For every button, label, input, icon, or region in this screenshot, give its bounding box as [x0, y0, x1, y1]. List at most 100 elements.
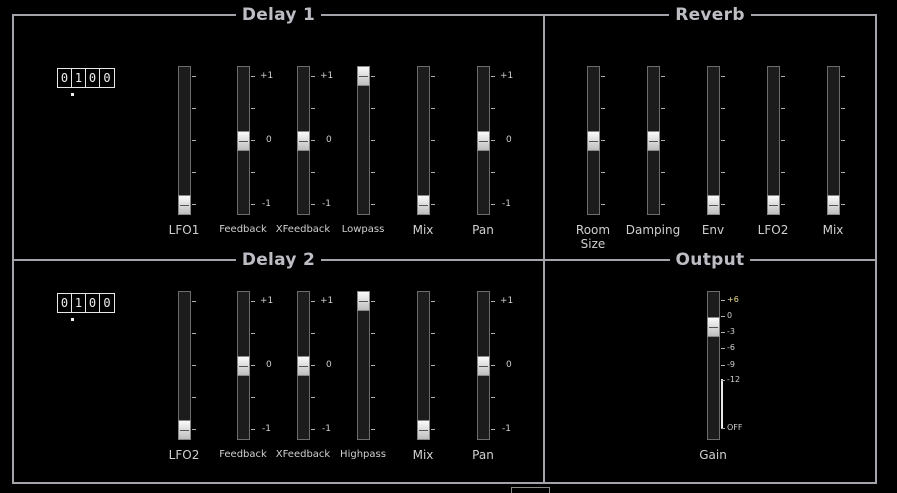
slider-knob[interactable]: [178, 195, 191, 215]
slider-knob[interactable]: [707, 195, 720, 215]
scale-tick: [491, 397, 495, 398]
scale-tick: [431, 301, 435, 302]
output-title: Output: [545, 250, 875, 270]
scale-tick: [601, 140, 605, 141]
slider-track[interactable]: [357, 66, 370, 215]
scale-tick: [251, 429, 255, 430]
slider-knob[interactable]: [587, 130, 600, 151]
counter-digit[interactable]: 0: [58, 69, 72, 87]
scale-tick: [371, 301, 375, 302]
slider-knob[interactable]: [297, 130, 310, 151]
slider-track[interactable]: [767, 66, 780, 215]
reverb-mix-label: Mix: [822, 223, 844, 237]
gain-tick: [721, 380, 725, 381]
slider-track[interactable]: [178, 66, 191, 215]
slider-knob[interactable]: [417, 195, 430, 215]
reverb-lfo2-label: LFO2: [757, 223, 789, 237]
scale-tick: [251, 172, 255, 173]
scale-label-plus: +1: [500, 296, 514, 306]
counter-digit[interactable]: 0: [58, 294, 72, 312]
slider-track[interactable]: [178, 291, 191, 440]
scale-tick: [431, 140, 435, 141]
delay1-feedback-label: Feedback: [219, 224, 267, 235]
scale-tick: [661, 140, 665, 141]
bottom-tab[interactable]: [511, 487, 550, 493]
scale-label-minus: -1: [322, 424, 331, 434]
gain-scale-label: -3: [727, 327, 735, 336]
delay2-mix-label: Mix: [412, 448, 434, 462]
scale-tick: [841, 172, 845, 173]
gain-scale-label: -6: [727, 343, 735, 352]
slider-knob[interactable]: [477, 355, 490, 376]
scale-tick: [431, 429, 435, 430]
counter-digit[interactable]: 0: [86, 294, 100, 312]
scale-tick: [431, 204, 435, 205]
slider-knob[interactable]: [237, 355, 250, 376]
scale-tick: [371, 172, 375, 173]
gain-scale-label: OFF: [727, 423, 743, 432]
slider-knob[interactable]: [297, 355, 310, 376]
delay2-pan-label: Pan: [472, 448, 494, 462]
counter-digit[interactable]: 0: [103, 296, 111, 310]
gain-tick: [721, 428, 725, 429]
gain-scale-label: -12: [727, 375, 741, 384]
slider-knob[interactable]: [827, 195, 840, 215]
delay1-title: Delay 1: [14, 5, 543, 25]
scale-tick: [431, 397, 435, 398]
slider-knob[interactable]: [357, 291, 370, 311]
delay1-lowpass-label: Lowpass: [341, 224, 385, 235]
delay1-counter[interactable]: 0 1 0 0: [57, 68, 115, 88]
slider-track[interactable]: [357, 291, 370, 440]
slider-track[interactable]: [827, 66, 840, 215]
scale-tick: [251, 397, 255, 398]
scale-tick: [371, 108, 375, 109]
scale-tick: [431, 172, 435, 173]
scale-tick: [491, 365, 495, 366]
slider-knob[interactable]: [237, 130, 250, 151]
scale-label-zero: 0: [326, 135, 332, 145]
slider-knob[interactable]: [178, 420, 191, 440]
slider-knob[interactable]: [477, 130, 490, 151]
scale-label-minus: -1: [322, 199, 331, 209]
scale-tick: [661, 108, 665, 109]
slider-knob[interactable]: [767, 195, 780, 215]
gain-meter: [721, 379, 723, 428]
slider-track[interactable]: [417, 291, 430, 440]
delay1-xfeedback-label: XFeedback: [275, 224, 331, 235]
scale-tick: [371, 429, 375, 430]
gain-track[interactable]: [707, 291, 720, 440]
scale-tick: [431, 333, 435, 334]
scale-label-zero: 0: [266, 135, 272, 145]
counter-digit[interactable]: 0: [86, 69, 100, 87]
slider-track[interactable]: [417, 66, 430, 215]
slider-knob[interactable]: [417, 420, 430, 440]
gain-label: Gain: [699, 448, 727, 462]
counter-digit[interactable]: 1: [72, 69, 86, 87]
scale-tick: [721, 108, 725, 109]
scale-tick: [781, 76, 785, 77]
gain-knob[interactable]: [707, 316, 720, 337]
scale-tick: [491, 204, 495, 205]
counter-digit[interactable]: 1: [72, 294, 86, 312]
scale-tick: [371, 365, 375, 366]
reverb-env-label: Env: [701, 223, 725, 237]
scale-tick: [251, 140, 255, 141]
scale-tick: [491, 429, 495, 430]
scale-tick: [371, 333, 375, 334]
scale-tick: [661, 172, 665, 173]
reverb-damping-label: Damping: [625, 223, 681, 237]
scale-tick: [311, 172, 315, 173]
scale-tick: [431, 76, 435, 77]
slider-knob[interactable]: [357, 66, 370, 86]
slider-track[interactable]: [707, 66, 720, 215]
gain-tick: [721, 365, 725, 366]
delay2-counter[interactable]: 0 1 0 0: [57, 293, 115, 313]
delay1-pan-label: Pan: [472, 223, 494, 237]
scale-tick: [841, 140, 845, 141]
counter-digit[interactable]: 0: [103, 71, 111, 85]
slider-knob[interactable]: [647, 130, 660, 151]
scale-tick: [781, 204, 785, 205]
delay2-xfeedback-label: XFeedback: [275, 449, 331, 460]
scale-tick: [192, 172, 196, 173]
scale-label-plus: +1: [260, 296, 274, 306]
